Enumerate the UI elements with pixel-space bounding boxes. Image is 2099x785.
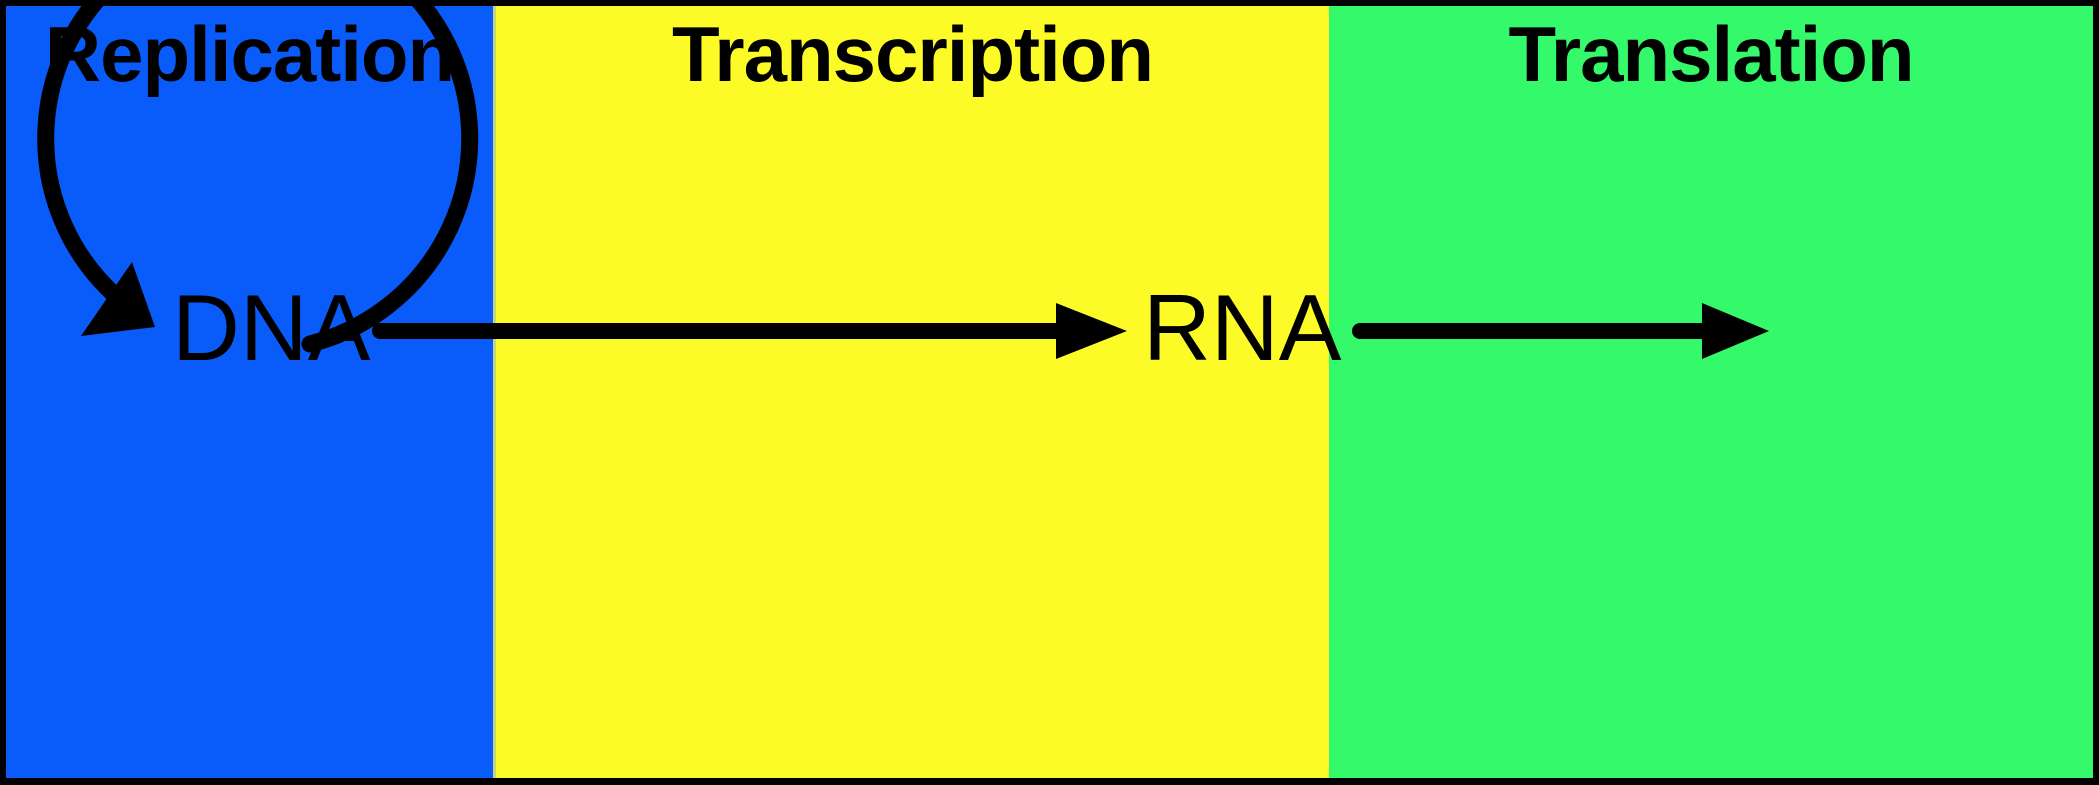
panel-replication [6, 6, 493, 778]
node-label-rna: RNA [1143, 275, 1342, 380]
panel-transcription [496, 6, 1329, 778]
panel-translation [1329, 6, 2093, 778]
panel-header-transcription: Transcription [671, 10, 1154, 98]
node-label-dna: DNA [172, 275, 371, 380]
panel-header-translation: Translation [1508, 10, 1914, 98]
panel-header-replication: Replication [44, 10, 455, 98]
panel-divider-seam [493, 6, 496, 778]
